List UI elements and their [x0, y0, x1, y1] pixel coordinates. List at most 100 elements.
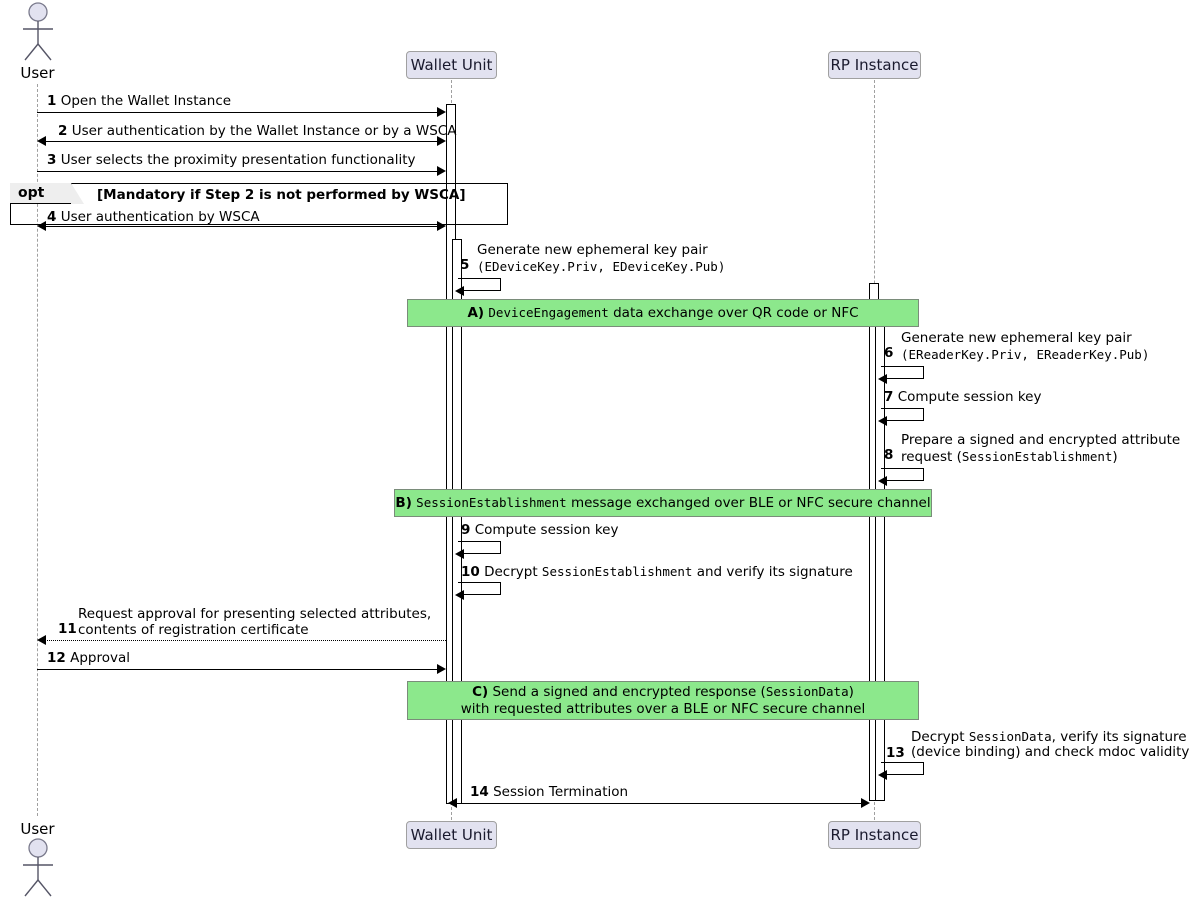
msg-5-self-loop — [458, 278, 501, 291]
msg-9-arrowhead-left — [455, 549, 464, 559]
note-a-post: data exchange over QR code or NFC — [608, 305, 859, 321]
participant-wallet-unit-bottom[interactable]: Wallet Unit — [406, 821, 497, 849]
msg-14-text: 14 Session Termination — [470, 785, 628, 800]
msg-10-arrowhead-left — [455, 590, 464, 600]
msg-13-self-loop — [881, 762, 924, 775]
actor-figure-icon — [23, 838, 53, 897]
msg-12-label: Approval — [70, 650, 130, 666]
msg-13-number: 13 — [886, 745, 905, 761]
msg-2-label: User authentication by the Wallet Instan… — [71, 123, 457, 139]
msg-13-label-pre: Decrypt — [911, 729, 969, 745]
lifeline-user — [37, 84, 38, 816]
msg-4-arrowhead-right — [437, 221, 446, 231]
msg-12-line — [37, 669, 442, 670]
msg-6-label: Generate new ephemeral key pair — [901, 330, 1132, 346]
msg-13-label-2: (device binding) and check mdoc validity — [911, 744, 1190, 760]
msg-13-label: Decrypt SessionData, verify its signatur… — [911, 729, 1187, 745]
msg-8-label-2-mono: SessionEstablishment — [961, 449, 1113, 464]
msg-13-label-tail: , verify its signature — [1051, 729, 1187, 745]
msg-9-self-loop — [458, 541, 501, 554]
msg-7-text: 7 Compute session key — [884, 390, 1041, 405]
msg-2-line — [41, 141, 442, 142]
msg-10-label-mono: SessionEstablishment — [541, 564, 693, 579]
msg-3-text: 3 User selects the proximity presentatio… — [47, 153, 415, 168]
note-a-mono: DeviceEngagement — [488, 305, 609, 320]
note-c-post: ) — [848, 684, 854, 700]
msg-1-line — [37, 112, 442, 113]
msg-7-arrowhead-left — [878, 416, 887, 426]
msg-4-label: User authentication by WSCA — [60, 209, 260, 225]
msg-6-arrowhead-left — [878, 374, 887, 384]
msg-3-line — [37, 171, 442, 172]
msg-12-text: 12 Approval — [47, 651, 130, 666]
note-b-marker: B) — [395, 495, 412, 511]
participant-wallet-unit-top[interactable]: Wallet Unit — [406, 51, 497, 79]
msg-3-number: 3 — [47, 152, 57, 168]
msg-12-number: 12 — [47, 650, 66, 666]
msg-8-label: Prepare a signed and encrypted attribute — [901, 432, 1181, 448]
msg-14-number: 14 — [470, 784, 489, 800]
msg-6-number: 6 — [884, 345, 894, 361]
msg-11-label: Request approval for presenting selected… — [78, 606, 432, 622]
msg-2-arrowhead-left — [37, 136, 46, 146]
note-a-deviceengagement: A) DeviceEngagement data exchange over Q… — [407, 299, 919, 327]
msg-6-self-loop — [881, 366, 924, 379]
participant-rp-instance-bottom[interactable]: RP Instance — [828, 821, 921, 849]
note-c-sessiondata: C) Send a signed and encrypted response … — [407, 681, 919, 720]
msg-8-label-2-pre: request ( — [901, 449, 962, 465]
note-b-post: message exchanged over BLE or NFC secure… — [566, 495, 931, 511]
note-a-marker: A) — [467, 305, 485, 321]
msg-9-text: 9 Compute session key — [461, 523, 618, 538]
msg-3-arrowhead-right — [437, 166, 446, 176]
msg-14-arrowhead-left — [448, 798, 457, 808]
msg-2-number: 2 — [58, 123, 68, 139]
actor-figure-icon — [23, 2, 53, 61]
msg-5-number: 5 — [460, 257, 470, 273]
actor-user-bottom — [17, 838, 59, 898]
msg-8-number: 8 — [884, 447, 894, 463]
note-c-mono: SessionData — [765, 684, 849, 699]
msg-1-text: 1 Open the Wallet Instance — [47, 94, 231, 109]
msg-5-label-2: (EDeviceKey.Priv, EDeviceKey.Pub) — [477, 259, 726, 274]
opt-fragment-tab: opt — [10, 183, 84, 204]
msg-7-label: Compute session key — [897, 389, 1042, 405]
msg-10-number: 10 — [461, 564, 480, 580]
msg-11-number: 11 — [58, 621, 77, 637]
msg-10-label-tail: and verify its signature — [692, 564, 853, 580]
msg-4-number: 4 — [47, 209, 57, 225]
note-c-line2: with requested attributes over a BLE or … — [460, 701, 866, 717]
msg-10-text: 10 Decrypt SessionEstablishment and veri… — [461, 564, 853, 580]
msg-1-label: Open the Wallet Instance — [60, 93, 232, 109]
actor-user-top — [17, 2, 59, 62]
opt-fragment — [10, 183, 508, 225]
participant-rp-instance-top[interactable]: RP Instance — [828, 51, 921, 79]
msg-4-text: 4 User authentication by WSCA — [47, 210, 260, 225]
msg-4-arrowhead-left — [37, 221, 46, 231]
msg-14-line — [455, 803, 866, 804]
actor-label-user-top: User — [20, 64, 55, 82]
msg-8-label-2: request (SessionEstablishment) — [901, 449, 1118, 465]
msg-12-arrowhead-right — [437, 664, 446, 674]
msg-9-number: 9 — [461, 522, 471, 538]
msg-13-arrowhead-left — [878, 770, 887, 780]
msg-8-arrowhead-left — [878, 476, 887, 486]
msg-9-label: Compute session key — [474, 522, 619, 538]
msg-1-arrowhead-right — [437, 107, 446, 117]
msg-10-label-pre: Decrypt — [484, 564, 542, 580]
msg-14-label: Session Termination — [493, 784, 629, 800]
msg-8-label-2-tail: ) — [1112, 449, 1118, 465]
msg-10-self-loop — [458, 582, 501, 595]
msg-6-label-2: (EReaderKey.Priv, EReaderKey.Pub) — [901, 347, 1150, 362]
actor-label-user-bottom: User — [20, 820, 55, 838]
note-b-sessionestablishment: B) SessionEstablishment message exchange… — [394, 489, 932, 517]
msg-7-self-loop — [881, 408, 924, 421]
msg-14-arrowhead-right — [861, 798, 870, 808]
msg-5-label: Generate new ephemeral key pair — [477, 242, 708, 258]
msg-3-label: User selects the proximity presentation … — [60, 152, 416, 168]
msg-1-number: 1 — [47, 93, 57, 109]
note-c-pre: Send a signed and encrypted response ( — [492, 684, 766, 700]
opt-fragment-guard: [Mandatory if Step 2 is not performed by… — [97, 187, 466, 203]
msg-13-label-mono: SessionData — [968, 729, 1052, 744]
msg-11-line — [41, 640, 446, 641]
msg-5-arrowhead-left — [455, 286, 464, 296]
